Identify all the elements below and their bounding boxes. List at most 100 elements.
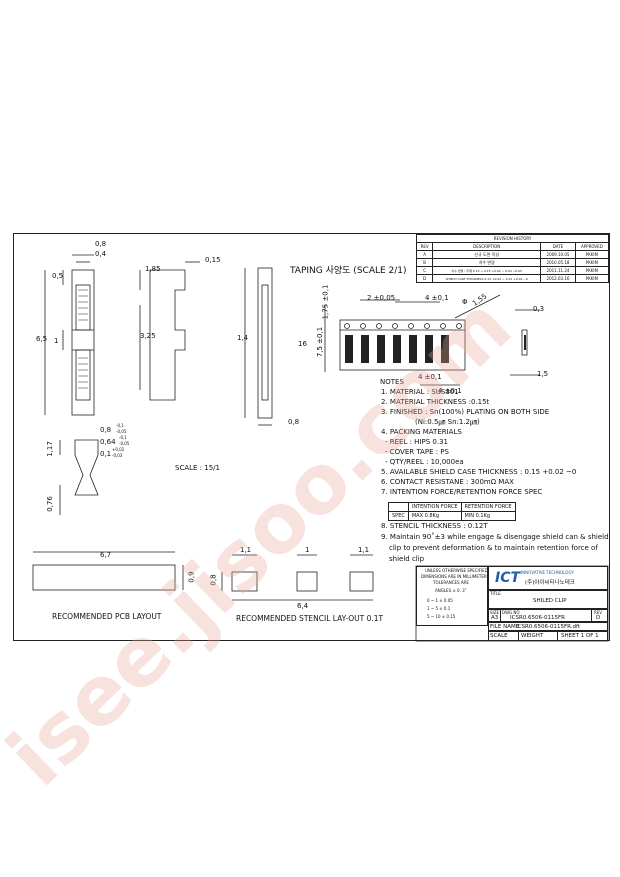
- note-5: 5. AVAILABLE SHIELD CASE THICKNESS : 0.1…: [381, 468, 577, 476]
- spec-header: RETENTION FORCE: [460, 502, 516, 512]
- dim-front-14: 1,4: [237, 334, 249, 342]
- tolerance-line: 0 ~ 1 ± 0.05: [427, 598, 453, 603]
- spec-row-label: SPEC: [388, 511, 409, 521]
- dim-top-inner: 0,4: [95, 250, 107, 258]
- company-logo: ICT: [495, 570, 521, 586]
- weight-cell: [518, 631, 558, 641]
- dim-stencil-11a: 1,1: [240, 546, 252, 554]
- front-view-outline: [257, 267, 273, 419]
- revision-cell: PKKIM: [574, 274, 610, 283]
- tolerance-block: [416, 566, 488, 626]
- size-label: SIZE: [490, 610, 499, 615]
- note-6: 6. CONTACT RESISTANE : 300mΩ MAX: [381, 478, 514, 486]
- file-value: ICSR0.6506-0115FR.dft: [516, 624, 581, 630]
- dim-clip-15: 1,5: [537, 370, 549, 378]
- tol-lower: -0,03: [112, 453, 123, 458]
- tol-lower: -0,05: [116, 429, 127, 434]
- dim-stencil-1: 1: [305, 546, 310, 554]
- note-3b: (Ni:0.5㎛ Sn:1.2㎛): [415, 418, 480, 426]
- dim-tape-75: 7,5 ±0,1: [316, 326, 325, 358]
- revision-cell: D: [415, 274, 434, 283]
- dim-tape-16: 16: [298, 340, 307, 348]
- tol-upper: -0,1: [119, 435, 127, 440]
- dim-gap: 1: [54, 337, 59, 345]
- dwg-label: DWG NO: [502, 610, 520, 615]
- drawing-title: SHILED CLIP: [533, 598, 567, 604]
- title-cell: [488, 590, 608, 609]
- stencil-layout-label: RECOMMENDED STENCIL LAY-OUT 0.1T: [236, 614, 384, 623]
- dim-stencil-11b: 1,1: [358, 546, 370, 554]
- dim-top-width: 0,8: [95, 240, 107, 248]
- top-view-outline: [71, 269, 95, 416]
- stencil-pad-right: [349, 571, 374, 592]
- spec-value: MIN 0.1Kg: [460, 511, 516, 521]
- note-9b: clip to prevent deformation & to maintai…: [389, 544, 598, 552]
- note-3: 3. FINISHED : Sn(100%) PLATING ON BOTH S…: [381, 408, 550, 416]
- note-4b: - COVER TAPE : PS: [385, 448, 449, 456]
- tolerance-line: DIMENSIONS ARE IN MILLIMETERS: [421, 574, 490, 579]
- sheet-number: SHEET 1 OF 1: [561, 633, 599, 639]
- size-value: A3: [491, 615, 499, 621]
- dim-tape-4a: 4 ±0,1: [425, 294, 449, 302]
- dwg-value: ICSR0.6506-0115FR: [510, 615, 565, 621]
- dim-tape-phi: Φ: [462, 298, 468, 306]
- scale-field-label: SCALE: [490, 633, 508, 639]
- dim-detail-08: 0,8: [100, 426, 112, 434]
- rev-label: REV: [594, 610, 603, 615]
- tolerance-line: UNLESS OTHERWISE SPECIFIED: [425, 568, 488, 573]
- taping-title: TAPING 사양도 (SCALE 2/1): [290, 266, 407, 276]
- note-9a: 9. Maintain 90˚±3 while engage & disenga…: [381, 533, 609, 541]
- dim-side-015: 0,15: [205, 256, 221, 264]
- pcb-pad: [32, 564, 176, 591]
- note-4: 4. PACKING MATERIALS: [381, 428, 462, 436]
- dim-detail-117: 1,17: [45, 441, 54, 457]
- dim-tape-175: 1,75 ±0,1: [321, 284, 330, 320]
- weight-label: WEIGHT: [521, 633, 544, 639]
- spec-header: INTENTION FORCE: [407, 502, 462, 512]
- tolerance-line: 1 ~ 5 ± 0.1: [427, 606, 451, 611]
- revision-cell: SHIELD CASE THICKNESS 0.15 +0.02 ~ 0.15 …: [432, 274, 542, 283]
- tolerance-line: ANGLES ± 0. 3˚: [435, 588, 467, 593]
- dim-detail-064: 0,64: [100, 438, 116, 446]
- dim-front-08: 0,8: [288, 418, 300, 426]
- notes-title: NOTES: [380, 378, 404, 386]
- tol-upper: -0,1: [116, 423, 124, 428]
- tol-upper: +0,02: [112, 447, 125, 452]
- tolerance-line: 5 ~ 10 ± 0.15: [427, 614, 456, 619]
- detail-view-outline: [74, 439, 99, 496]
- file-row: [488, 622, 608, 631]
- file-label: FILE NAME: [490, 624, 520, 630]
- tol-lower: -0,05: [119, 441, 130, 446]
- note-2: 2. MATERIAL THICKNESS :0.15t: [381, 398, 490, 406]
- force-spec-table: INTENTION FORCE RETENTION FORCE SPEC MAX…: [388, 502, 516, 521]
- spec-header: [388, 502, 409, 512]
- note-8: 8. STENCIL THICKNESS : 0.12T: [381, 522, 488, 530]
- company-block: [488, 566, 608, 590]
- dim-tape-4c: 4 ±0,1: [438, 387, 462, 395]
- stencil-pad-left: [231, 571, 258, 592]
- dim-side-325: 3,25: [140, 332, 156, 340]
- tolerance-line: TOLERANCES ARE: [433, 580, 469, 585]
- dim-overall-length: 6,5: [36, 335, 48, 343]
- logo-subtitle: INNOVATIVE TECHNOLOGY: [521, 570, 574, 575]
- dim-tape-4b: 4 ±0,1: [418, 373, 442, 381]
- dim-pcb-09: 0,9: [187, 571, 196, 583]
- rev-value: D: [596, 615, 601, 621]
- dim-detail-01: 0,1: [100, 450, 112, 458]
- note-1: 1. MATERIAL : SUS301: [381, 388, 459, 396]
- dwg-cell: [500, 609, 592, 622]
- stencil-pad-center: [296, 571, 318, 592]
- title-label: TITLE: [490, 591, 501, 596]
- spec-value: MAX 0.8Kg: [407, 511, 462, 521]
- dim-clip-03: 0,3: [533, 305, 545, 313]
- dim-stencil-64: 6,4: [297, 602, 309, 610]
- dim-stencil-08: 0,8: [209, 574, 218, 586]
- dim-pcb-67: 6,7: [100, 551, 112, 559]
- side-view-outline: [149, 269, 186, 401]
- scale-label: SCALE : 15/1: [175, 464, 220, 472]
- dim-tape-2: 2 ±0,05: [367, 294, 396, 302]
- dim-top-offset: 0,5: [52, 272, 64, 280]
- dim-detail-076: 0,76: [45, 496, 54, 512]
- revision-table: REVISION HISTORY REV DESCRIPTION DATE AP…: [415, 234, 610, 283]
